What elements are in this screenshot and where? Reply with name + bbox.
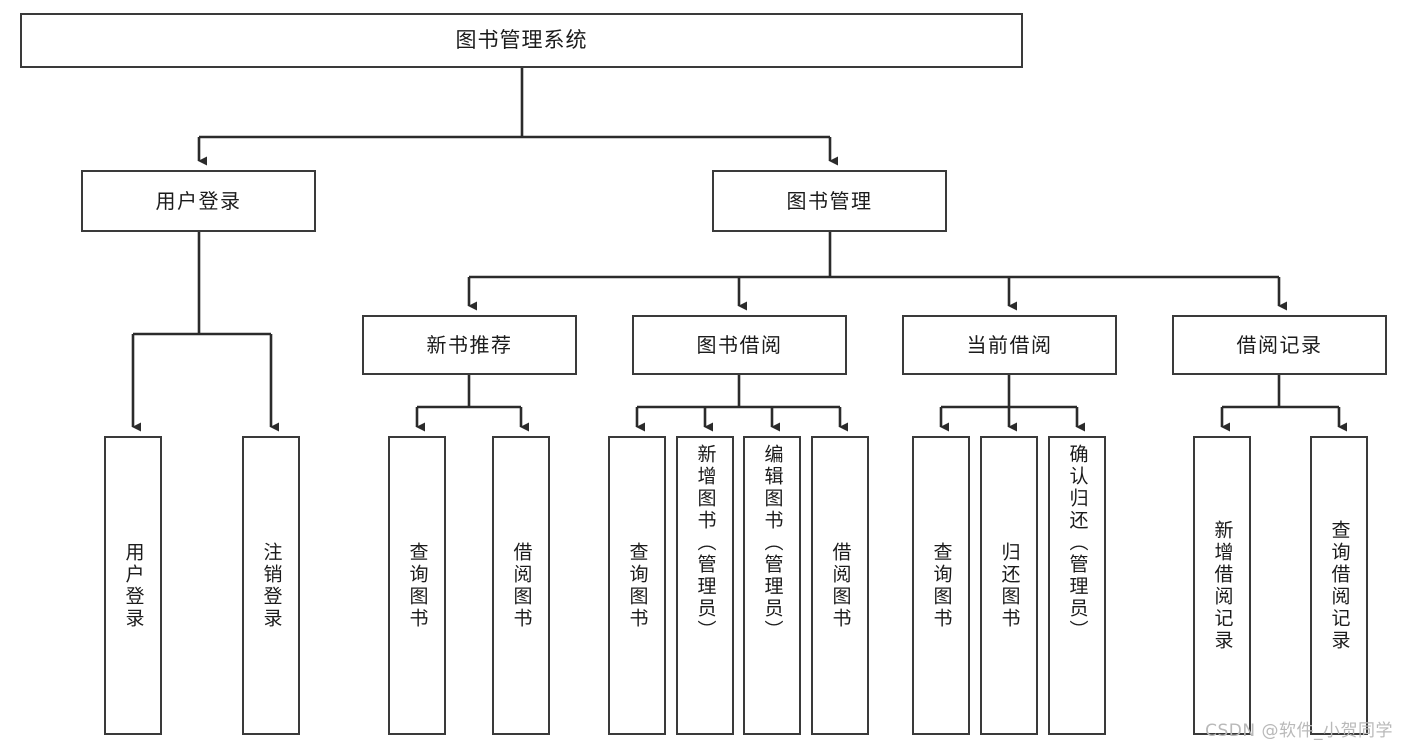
leaf-current-borrow-1-label: 查询图书 xyxy=(930,541,953,630)
leaf-borrow-record-2-label: 查询借阅记录 xyxy=(1328,519,1351,652)
leaf-new-book-1[interactable]: 查询图书 xyxy=(388,436,446,735)
leaf-user-login-1-label: 用户登录 xyxy=(122,541,145,630)
leaf-book-borrow-3-label: 编辑图书（管理员） xyxy=(761,444,784,642)
node-book-manage-label: 图书管理 xyxy=(786,188,873,213)
node-borrow-record[interactable]: 借阅记录 xyxy=(1172,315,1387,375)
leaf-new-book-2[interactable]: 借阅图书 xyxy=(492,436,550,735)
leaf-book-borrow-1[interactable]: 查询图书 xyxy=(608,436,666,735)
leaf-book-borrow-2-label: 新增图书（管理员） xyxy=(694,444,717,642)
node-current-borrow[interactable]: 当前借阅 xyxy=(902,315,1117,375)
leaf-book-borrow-1-label: 查询图书 xyxy=(626,541,649,630)
node-book-borrow[interactable]: 图书借阅 xyxy=(632,315,847,375)
leaf-user-login-2[interactable]: 注销登录 xyxy=(242,436,300,735)
leaf-book-borrow-4-label: 借阅图书 xyxy=(829,541,852,630)
leaf-book-borrow-4[interactable]: 借阅图书 xyxy=(811,436,869,735)
node-book-borrow-label: 图书借阅 xyxy=(696,332,783,357)
leaf-new-book-1-label: 查询图书 xyxy=(406,541,429,630)
watermark: CSDN @软件_小贺同学 xyxy=(1205,721,1393,741)
leaf-new-book-2-label: 借阅图书 xyxy=(510,541,533,630)
node-new-book[interactable]: 新书推荐 xyxy=(362,315,577,375)
leaf-book-borrow-2[interactable]: 新增图书（管理员） xyxy=(676,436,734,735)
leaf-user-login-1[interactable]: 用户登录 xyxy=(104,436,162,735)
leaf-borrow-record-2[interactable]: 查询借阅记录 xyxy=(1310,436,1368,735)
leaf-current-borrow-3-label: 确认归还（管理员） xyxy=(1066,444,1089,642)
leaf-current-borrow-1[interactable]: 查询图书 xyxy=(912,436,970,735)
leaf-borrow-record-1-label: 新增借阅记录 xyxy=(1211,519,1234,652)
node-new-book-label: 新书推荐 xyxy=(426,332,513,357)
leaf-current-borrow-3[interactable]: 确认归还（管理员） xyxy=(1048,436,1106,735)
node-user-login-label: 用户登录 xyxy=(155,188,242,213)
node-root-label: 图书管理系统 xyxy=(455,28,588,53)
node-current-borrow-label: 当前借阅 xyxy=(966,332,1053,357)
leaf-current-borrow-2[interactable]: 归还图书 xyxy=(980,436,1038,735)
leaf-borrow-record-1[interactable]: 新增借阅记录 xyxy=(1193,436,1251,735)
node-book-manage[interactable]: 图书管理 xyxy=(712,170,947,232)
leaf-current-borrow-2-label: 归还图书 xyxy=(998,541,1021,630)
node-borrow-record-label: 借阅记录 xyxy=(1236,332,1323,357)
leaf-user-login-2-label: 注销登录 xyxy=(260,541,283,630)
node-root[interactable]: 图书管理系统 xyxy=(20,13,1023,68)
leaf-book-borrow-3[interactable]: 编辑图书（管理员） xyxy=(743,436,801,735)
node-user-login[interactable]: 用户登录 xyxy=(81,170,316,232)
